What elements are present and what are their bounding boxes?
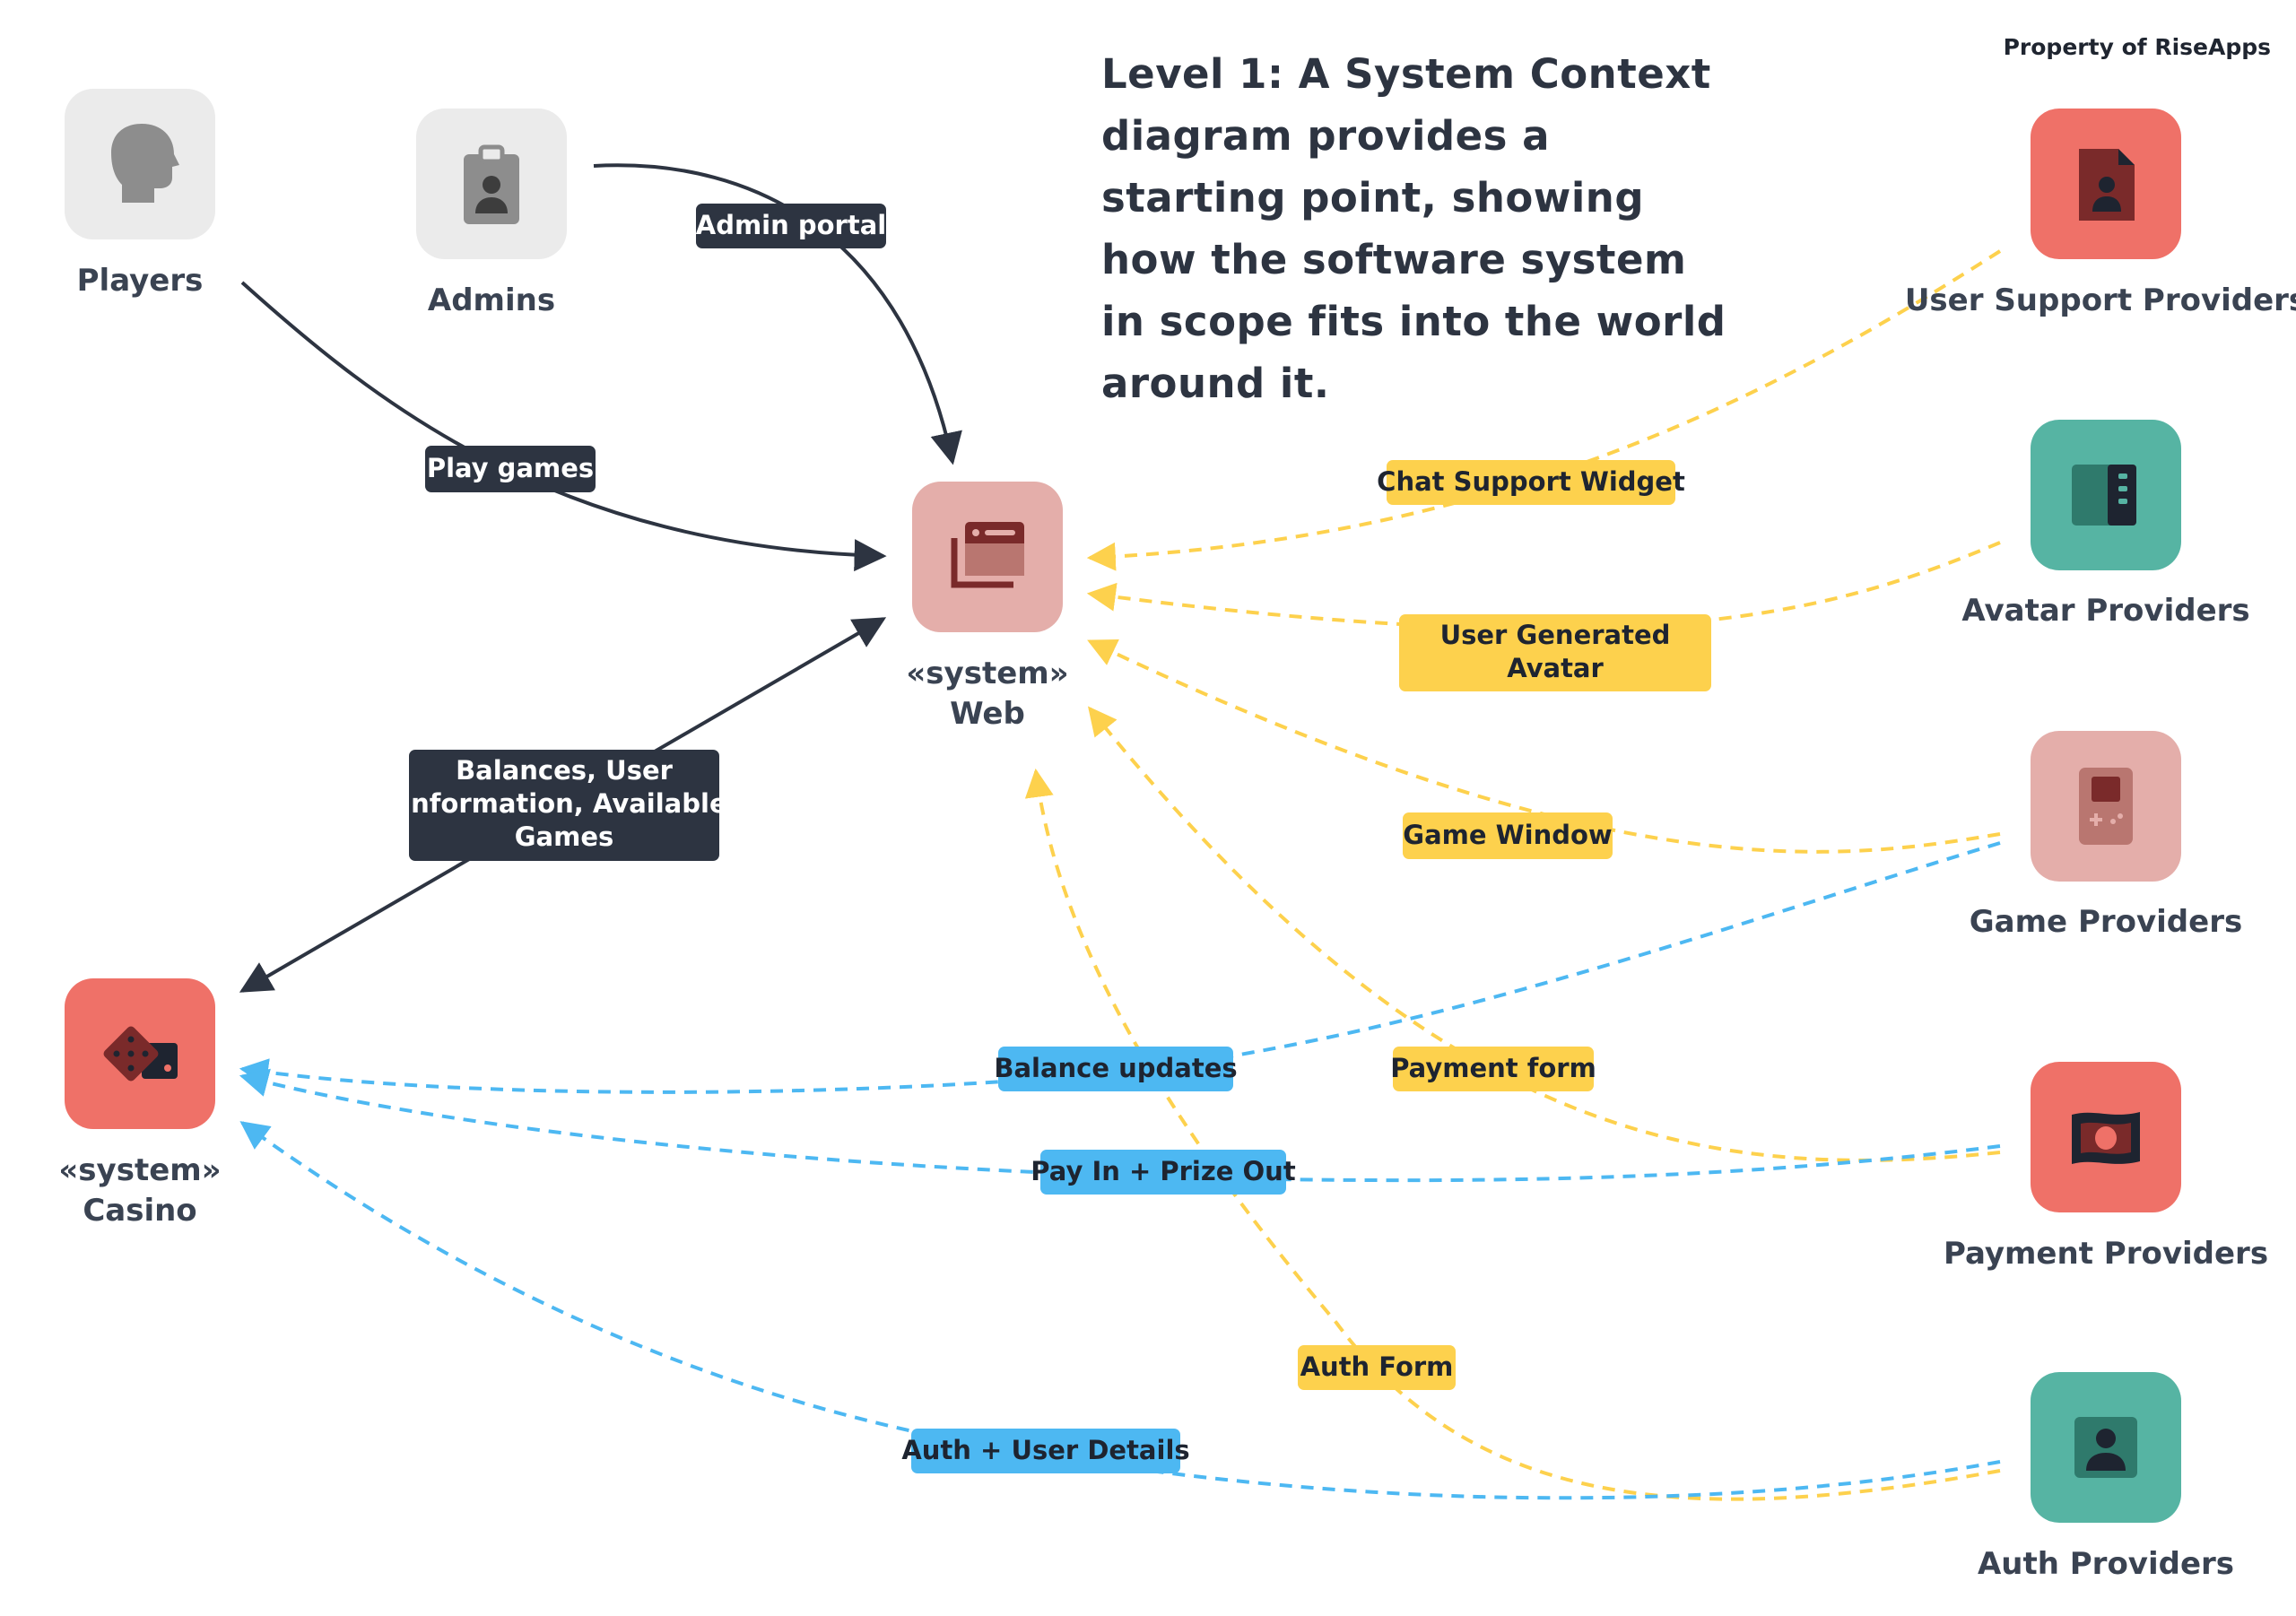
- edge-support-to-web: [1086, 249, 2002, 571]
- person-head-icon: [111, 124, 179, 203]
- svg-text:Chat Support Widget: Chat Support Widget: [1377, 466, 1685, 497]
- ownership-note: Property of RiseApps: [2003, 34, 2271, 60]
- svg-text:Play games: Play games: [427, 453, 594, 483]
- svg-text:Balances, User: Balances, User: [456, 755, 674, 786]
- svg-text:Casino: Casino: [83, 1193, 196, 1229]
- svg-text:Game Window: Game Window: [1403, 820, 1612, 850]
- diagram-headline: Level 1: A System Context diagram provid…: [1101, 50, 1726, 407]
- svg-text:Pay In + Prize Out: Pay In + Prize Out: [1031, 1156, 1296, 1186]
- svg-text:Auth Form: Auth Form: [1300, 1351, 1454, 1382]
- node-avatar-providers[interactable]: Avatar Providers: [1961, 420, 2250, 629]
- edge-game-to-web: [1087, 639, 2001, 854]
- node-game-providers[interactable]: Game Providers: [1970, 731, 2242, 940]
- label-payment-form: Payment form: [1390, 1047, 1596, 1091]
- svg-text:Auth Providers: Auth Providers: [1978, 1546, 2234, 1582]
- user-document-icon: [2079, 149, 2135, 221]
- label-admin-portal: Admin portal: [696, 204, 886, 248]
- panel-icon: [2072, 465, 2136, 526]
- svg-text:Payment Providers: Payment Providers: [1944, 1236, 2268, 1272]
- banknote-icon: [2072, 1112, 2140, 1164]
- user-square-icon: [2074, 1417, 2137, 1478]
- svg-text:Auth + User Details: Auth + User Details: [901, 1435, 1189, 1465]
- label-auth-user-details: Auth + User Details: [901, 1429, 1190, 1473]
- edge-players-to-web: [240, 281, 887, 572]
- edge-labels: Admin portal Play games Balances, User I…: [401, 204, 1711, 1473]
- node-auth-providers[interactable]: Auth Providers: [1978, 1372, 2234, 1582]
- node-user-support-providers[interactable]: User Support Providers: [1905, 109, 2296, 318]
- edge-payment-to-web: [1087, 706, 2001, 1162]
- svg-text:Balance updates: Balance updates: [994, 1053, 1237, 1083]
- svg-text:Admin portal: Admin portal: [696, 210, 886, 240]
- svg-text:Avatar: Avatar: [1507, 653, 1604, 683]
- gameboy-icon: [2079, 768, 2133, 845]
- svg-text:«system»: «system»: [58, 1152, 221, 1188]
- node-players[interactable]: Players: [65, 89, 215, 299]
- svg-text:Avatar Providers: Avatar Providers: [1961, 593, 2249, 629]
- edge-auth-to-web: [1024, 768, 2001, 1501]
- svg-text:Payment form: Payment form: [1390, 1053, 1596, 1083]
- label-balance-updates: Balance updates: [994, 1047, 1238, 1091]
- svg-text:User Generated: User Generated: [1440, 620, 1671, 650]
- id-badge-icon: [464, 144, 519, 224]
- dice-icon: [103, 1026, 178, 1082]
- edge-payment-to-casino: [239, 1068, 2001, 1183]
- label-auth-form: Auth Form: [1298, 1345, 1456, 1390]
- svg-text:Game Providers: Game Providers: [1970, 904, 2242, 940]
- node-casino[interactable]: «system» Casino: [58, 978, 222, 1229]
- label-balances: Balances, User Information, Available Ga…: [401, 750, 727, 861]
- label-chat-support-widget: Chat Support Widget: [1377, 460, 1685, 505]
- svg-text:Web: Web: [950, 696, 1025, 732]
- node-payment-providers[interactable]: Payment Providers: [1944, 1062, 2268, 1272]
- label-game-window: Game Window: [1403, 812, 1613, 859]
- node-web[interactable]: «system» Web: [906, 482, 1069, 732]
- svg-text:«system»: «system»: [906, 656, 1068, 691]
- svg-text:User Support Providers: User Support Providers: [1905, 282, 2296, 318]
- label-user-generated-avatar: User Generated Avatar: [1399, 614, 1711, 691]
- svg-text:Admins: Admins: [428, 282, 555, 318]
- svg-text:Players: Players: [77, 263, 204, 299]
- node-admins[interactable]: Admins: [416, 109, 567, 318]
- label-pay-in-prize-out: Pay In + Prize Out: [1031, 1150, 1296, 1195]
- label-play-games: Play games: [425, 446, 596, 492]
- svg-text:Information, Available: Information, Available: [401, 788, 726, 819]
- svg-text:Games: Games: [515, 821, 614, 852]
- browser-window-icon: [951, 522, 1024, 588]
